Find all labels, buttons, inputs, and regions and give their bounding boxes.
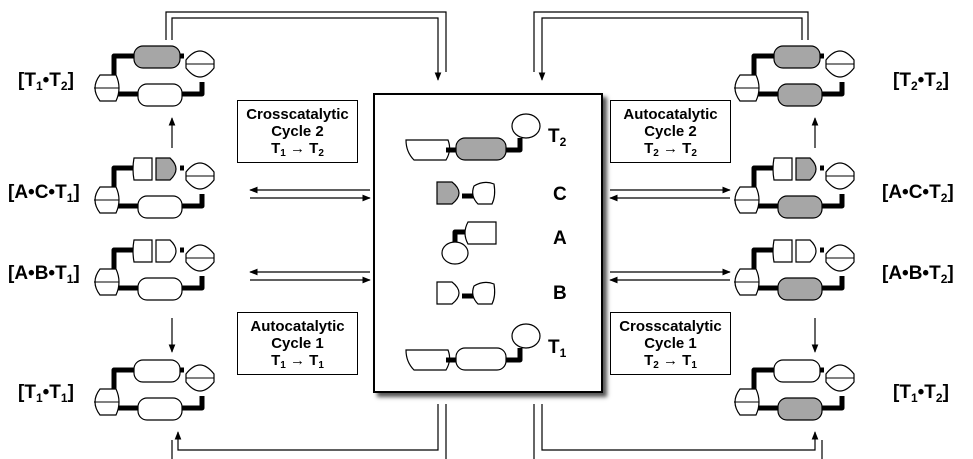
template-strand-bottom [137, 397, 183, 421]
bottom-left-loop [171, 404, 447, 459]
template-strand-bottom [777, 195, 823, 219]
fragment-b [155, 239, 177, 263]
top-left-loop [165, 11, 447, 81]
species-b-shape [436, 281, 496, 305]
species-a-shape [441, 221, 497, 265]
species-c-shape [436, 181, 496, 205]
species-label-b: B [553, 283, 567, 304]
template-strand-top [773, 359, 821, 383]
template-strand-top [133, 45, 181, 69]
label-act1: [A•C•T1] [8, 182, 80, 205]
template-strand-bottom [137, 277, 183, 301]
label-t1t1: [T1•T1] [18, 382, 74, 405]
complex-abt1 [94, 239, 215, 301]
species-label-t2: T2 [548, 126, 567, 149]
label-abt1: [A•B•T1] [8, 263, 80, 286]
template-strand-bottom [777, 277, 823, 301]
fragment-a [132, 157, 153, 181]
species-t1-shape [405, 323, 541, 371]
complex-t1t2-right [734, 359, 855, 421]
equilibrium-left-top [249, 186, 371, 202]
template-strand-top [773, 45, 821, 69]
complex-t2t2 [734, 45, 855, 107]
complex-t1t2-left [94, 45, 215, 107]
fragment-c [155, 157, 177, 181]
top-right-loop [533, 11, 809, 81]
species-label-t1: T1 [548, 337, 567, 360]
template-strand-top [133, 359, 181, 383]
species-label-c: C [553, 184, 567, 205]
species-t2-shape [405, 113, 541, 161]
label-t1t2-left: [T1•T2] [18, 70, 74, 93]
equilibrium-right-bottom [609, 268, 731, 284]
equilibrium-right-top [609, 186, 731, 202]
complex-t1t1 [94, 359, 215, 421]
template-strand-bottom [777, 397, 823, 421]
label-t1t2-right: [T1•T2] [893, 382, 949, 405]
label-abt2: [A•B•T2] [882, 263, 954, 286]
complex-abt2 [734, 239, 855, 301]
label-act2: [A•C•T2] [882, 182, 954, 205]
fragment-c [795, 157, 817, 181]
fragment-a [132, 239, 153, 263]
template-strand-bottom [777, 83, 823, 107]
template-strand-bottom [137, 83, 183, 107]
species-label-a: A [553, 228, 567, 249]
template-strand-bottom [137, 195, 183, 219]
crosscatalytic-cycle-2-box: Crosscatalytic Cycle 2 T1 → T2 [237, 100, 358, 163]
fragment-a [772, 157, 793, 181]
autocatalytic-cycle-2-box: Autocatalytic Cycle 2 T2 → T2 [610, 100, 731, 163]
autocatalytic-cycle-1-box: Autocatalytic Cycle 1 T1 → T1 [237, 312, 358, 375]
label-t2t2: [T2•T2] [893, 70, 949, 93]
fragment-b [795, 239, 817, 263]
equilibrium-left-bottom [249, 268, 371, 284]
crosscatalytic-cycle-1-box: Crosscatalytic Cycle 1 T2 → T1 [610, 312, 731, 375]
complex-act1 [94, 157, 215, 219]
fragment-a [772, 239, 793, 263]
bottom-right-loop [533, 404, 823, 459]
complex-act2 [734, 157, 855, 219]
